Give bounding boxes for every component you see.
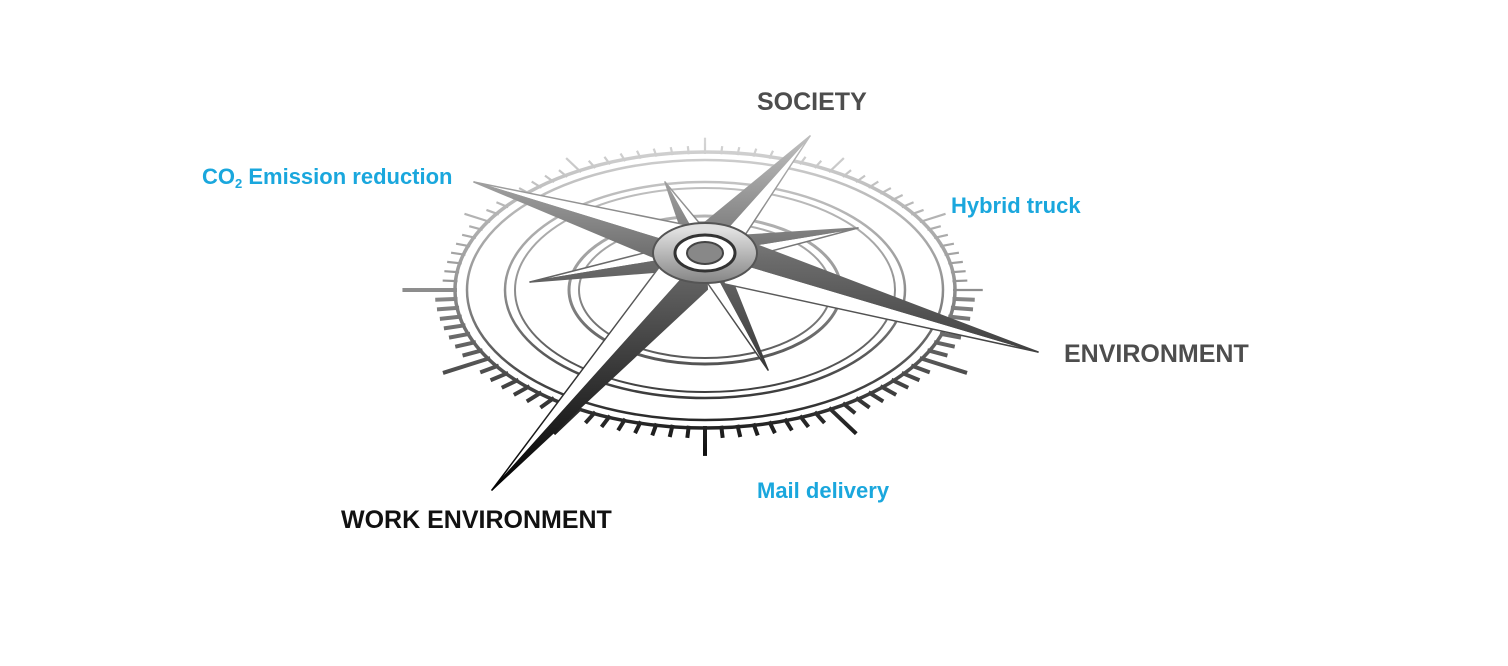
dial-tick bbox=[464, 212, 491, 224]
dial-tick bbox=[827, 406, 858, 436]
co2-emission-reduction-label: CO2 Emission reduction bbox=[202, 164, 453, 191]
hybrid-truck-label: Hybrid truck bbox=[951, 193, 1081, 218]
environment-label: ENVIRONMENT bbox=[1064, 340, 1249, 368]
dial-ring bbox=[503, 180, 907, 400]
work-environment-label: WORK ENVIRONMENT bbox=[341, 506, 612, 534]
compass-hub bbox=[652, 222, 758, 284]
dial-ring bbox=[453, 150, 957, 430]
dial-ring bbox=[514, 187, 896, 393]
dial-tick bbox=[919, 212, 946, 224]
dial-tick bbox=[919, 356, 968, 375]
compass-needles bbox=[473, 135, 1039, 491]
dial-tick bbox=[442, 356, 491, 375]
hub-ring bbox=[686, 241, 724, 265]
society-label: SOCIETY bbox=[757, 88, 867, 116]
co2-subscript: 2 bbox=[235, 176, 243, 191]
co2-prefix: CO bbox=[202, 164, 235, 189]
mail-delivery-label: Mail delivery bbox=[757, 478, 890, 503]
needle-work-environment-dark bbox=[491, 252, 709, 491]
co2-suffix: Emission reduction bbox=[242, 164, 453, 189]
dial-ring bbox=[465, 158, 945, 422]
